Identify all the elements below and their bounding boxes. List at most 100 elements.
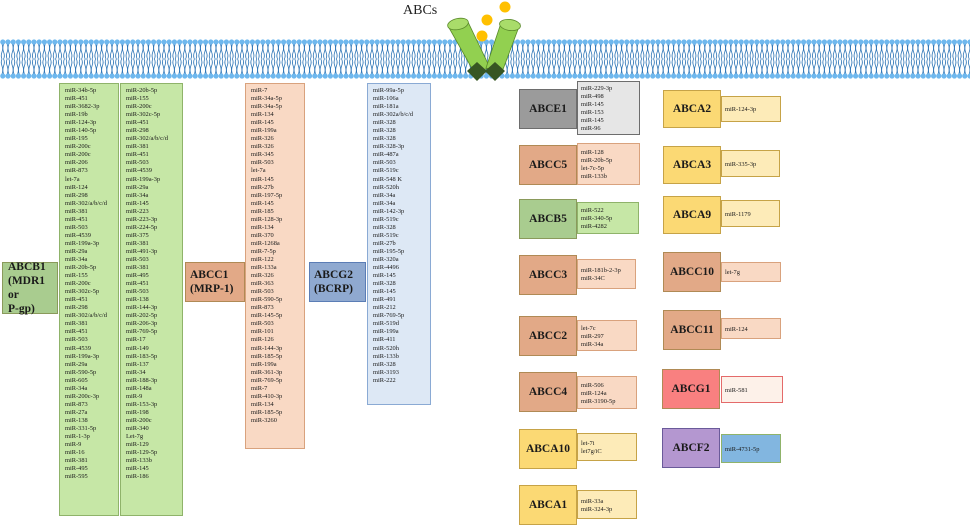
phospholipid-icon	[671, 43, 674, 60]
phospholipid-icon	[832, 43, 836, 60]
phospholipid-icon	[353, 39, 359, 45]
phospholipid-icon	[231, 43, 234, 60]
phospholipid-icon	[402, 43, 406, 60]
phospholipid-icon	[858, 39, 864, 45]
phospholipid-icon	[15, 39, 21, 45]
phospholipid-icon	[387, 43, 390, 60]
phospholipid-icon	[188, 43, 191, 60]
phospholipid-icon	[70, 58, 73, 75]
phospholipid-icon	[21, 43, 24, 60]
phospholipid-icon	[870, 58, 874, 75]
phospholipid-icon	[171, 73, 177, 79]
mirna-item: miR-199a	[373, 328, 399, 336]
phospholipid-icon	[483, 73, 489, 79]
phospholipid-icon	[312, 39, 318, 45]
phospholipid-icon	[99, 43, 102, 60]
phospholipid-icon	[223, 39, 229, 45]
phospholipid-icon	[548, 43, 551, 60]
phospholipid-icon	[941, 73, 947, 79]
phospholipid-icon	[676, 39, 682, 45]
phospholipid-icon	[7, 58, 10, 75]
phospholipid-icon	[817, 43, 820, 60]
phospholipid-icon	[564, 43, 567, 60]
phospholipid-icon	[64, 58, 68, 75]
phospholipid-icon	[759, 39, 765, 45]
phospholipid-icon	[626, 58, 629, 75]
phospholipid-icon	[6, 58, 9, 75]
phospholipid-icon	[673, 58, 676, 75]
phospholipid-icon	[272, 43, 276, 60]
phospholipid-icon	[374, 73, 380, 79]
phospholipid-icon	[255, 39, 261, 45]
phospholipid-icon	[174, 43, 177, 60]
phospholipid-icon	[728, 73, 734, 79]
phospholipid-icon	[231, 58, 234, 75]
phospholipid-icon	[330, 58, 333, 75]
mirna-item: miR-200c	[65, 280, 91, 288]
phospholipid-icon	[110, 58, 113, 75]
phospholipid-icon	[11, 58, 14, 75]
phospholipid-icon	[640, 58, 643, 75]
mirna-item: let-7c-5p	[581, 165, 605, 172]
mirna-item: miR-199a-3p	[65, 352, 100, 360]
phospholipid-icon	[942, 43, 945, 60]
phospholipid-icon	[704, 58, 707, 75]
mirna-item: miR-124	[65, 183, 88, 191]
phospholipid-icon	[583, 43, 586, 60]
mirna-item: miR-302/a/b/c/d	[126, 135, 168, 143]
phospholipid-icon	[947, 58, 950, 75]
phospholipid-icon	[483, 39, 489, 45]
phospholipid-icon	[385, 43, 388, 60]
mirna-item: miR-381	[65, 320, 88, 328]
phospholipid-icon	[135, 73, 141, 79]
phospholipid-icon	[328, 43, 331, 60]
phospholipid-icon	[584, 43, 588, 60]
phospholipid-icon	[557, 43, 560, 60]
phospholipid-icon	[234, 39, 240, 45]
phospholipid-icon	[691, 39, 698, 45]
phospholipid-icon	[406, 43, 409, 60]
phospholipid-icon	[10, 39, 16, 45]
phospholipid-icon	[858, 43, 862, 60]
phospholipid-icon	[816, 39, 822, 45]
phospholipid-icon	[5, 39, 11, 45]
phospholipid-icon	[952, 43, 955, 60]
phospholipid-icon	[712, 73, 718, 79]
mirna-item: miR-451	[65, 296, 88, 304]
phospholipid-icon	[255, 58, 258, 75]
phospholipid-icon	[821, 39, 828, 45]
mirna-item: miR-410-3p	[251, 392, 283, 400]
phospholipid-icon	[83, 73, 89, 79]
phospholipid-icon	[546, 43, 550, 60]
phospholipid-icon	[694, 58, 697, 75]
phospholipid-icon	[405, 39, 411, 45]
mirna-item: miR-7	[251, 87, 268, 94]
phospholipid-icon	[179, 58, 182, 75]
mirna-item: miR-128	[581, 149, 604, 156]
phospholipid-icon	[252, 58, 255, 75]
transporter-label-abcc11: ABCC11	[663, 310, 721, 350]
phospholipid-icon	[366, 43, 369, 60]
phospholipid-icon	[52, 43, 56, 60]
phospholipid-icon	[104, 58, 108, 75]
phospholipid-icon	[764, 73, 770, 79]
phospholipid-icon	[127, 58, 130, 75]
phospholipid-icon	[189, 58, 192, 75]
phospholipid-icon	[948, 58, 952, 75]
phospholipid-icon	[749, 73, 755, 79]
phospholipid-icon	[416, 43, 420, 60]
phospholipid-icon	[75, 43, 78, 60]
phospholipid-icon	[359, 58, 362, 75]
phospholipid-icon	[465, 58, 468, 75]
phospholipid-icon	[668, 58, 671, 75]
phospholipid-icon	[619, 39, 625, 45]
phospholipid-icon	[302, 43, 305, 60]
phospholipid-icon	[210, 43, 213, 60]
transporter-left-barrel	[447, 17, 491, 73]
mirna-item: miR-134	[251, 111, 274, 119]
phospholipid-icon	[376, 43, 380, 60]
phospholipid-icon	[422, 43, 425, 60]
phospholipid-icon	[839, 43, 842, 60]
